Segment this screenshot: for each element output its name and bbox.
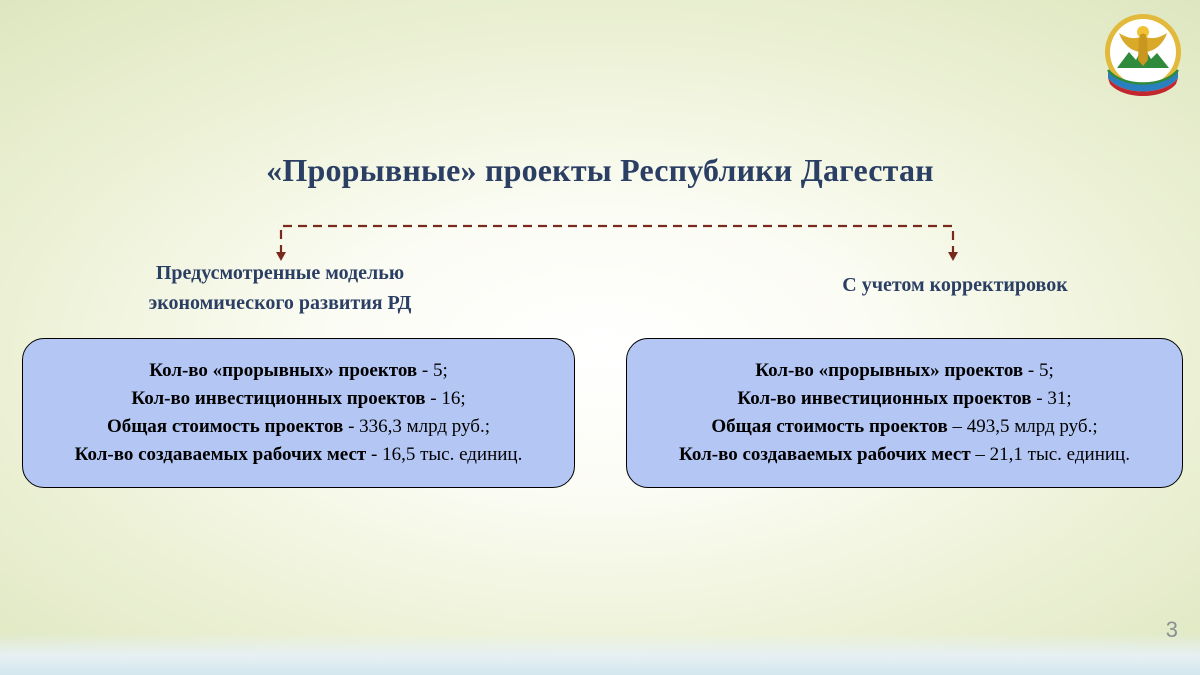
info-line-breakthrough-count: Кол-во «прорывных» проектов - 5; [149, 357, 448, 385]
info-box-adjusted: Кол-во «прорывных» проектов - 5; Кол-во … [626, 338, 1183, 488]
info-value: - 16; [425, 388, 466, 409]
info-label: Кол-во создаваемых рабочих мест [74, 444, 367, 465]
info-line-investment-count: Кол-во инвестиционных проектов - 31; [737, 385, 1071, 413]
info-line-breakthrough-count: Кол-во «прорывных» проектов - 5; [755, 357, 1054, 385]
info-value: - 336,3 млрд руб.; [343, 416, 491, 437]
connector-dashed-line [279, 224, 955, 254]
info-label: Кол-во инвестиционных проектов [131, 388, 426, 409]
dagestan-coat-of-arms-icon [1105, 14, 1181, 96]
info-value: – 493,5 млрд руб.; [947, 416, 1098, 437]
branch-label-model-line1: Предусмотренные моделью [155, 262, 405, 284]
info-value: - 5; [417, 360, 448, 381]
info-line-total-cost: Общая стоимость проектов - 336,3 млрд ру… [107, 413, 490, 441]
info-value: - 16,5 тыс. единиц. [366, 444, 523, 465]
bottom-decorative-band [0, 633, 1200, 675]
branch-label-model: Предусмотренные моделью экономического р… [100, 258, 460, 318]
info-line-jobs: Кол-во создаваемых рабочих мест - 16,5 т… [75, 441, 523, 469]
page-number: 3 [1165, 617, 1178, 642]
info-label: Кол-во инвестиционных проектов [737, 388, 1032, 409]
info-box-model: Кол-во «прорывных» проектов - 5; Кол-во … [22, 338, 575, 488]
info-label: Кол-во «прорывных» проектов [149, 360, 418, 381]
info-value: – 21,1 тыс. единиц. [970, 444, 1130, 465]
info-label: Кол-во «прорывных» проектов [755, 360, 1024, 381]
info-label: Общая стоимость проектов [106, 416, 344, 437]
connector-arrow-right [948, 252, 958, 261]
connector-arrow-left [276, 252, 286, 261]
info-label: Общая стоимость проектов [711, 416, 948, 437]
info-line-total-cost: Общая стоимость проектов – 493,5 млрд ру… [711, 413, 1097, 441]
slide-title: «Прорывные» проекты Республики Дагестан [266, 152, 934, 188]
branch-label-adjusted: С учетом корректировок [842, 274, 1068, 296]
info-line-jobs: Кол-во создаваемых рабочих мест – 21,1 т… [679, 441, 1130, 469]
info-value: - 31; [1031, 388, 1072, 409]
info-line-investment-count: Кол-во инвестиционных проектов - 16; [131, 385, 465, 413]
branch-label-model-line2: экономического развития РД [148, 292, 412, 314]
info-label: Кол-во создаваемых рабочих мест [679, 444, 971, 465]
info-value: - 5; [1023, 360, 1054, 381]
